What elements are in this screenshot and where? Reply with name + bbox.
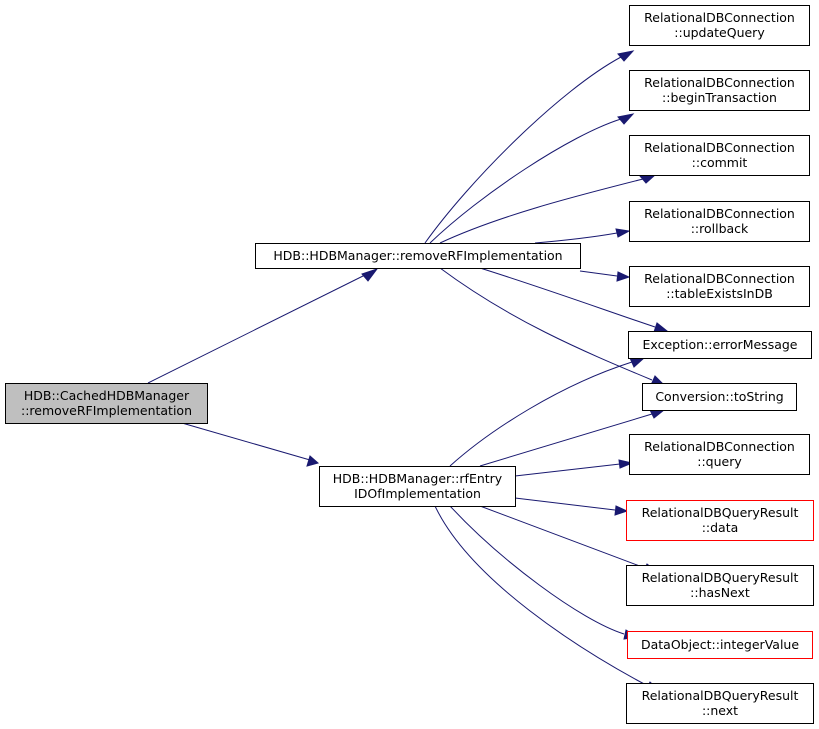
edge-arrowhead — [617, 113, 635, 125]
edge-line — [429, 118, 622, 244]
edge-arrowhead — [614, 505, 629, 516]
node-query[interactable]: RelationalDBConnection::query — [629, 434, 810, 475]
node-label-line: ::rollback — [691, 221, 749, 236]
edge-arrowhead — [617, 50, 635, 62]
node-label-line: ::commit — [692, 155, 748, 170]
nodes-layer: HDB::CachedHDBManager::removeRFImplement… — [5, 5, 814, 724]
node-label-line: RelationalDBConnection — [644, 10, 795, 25]
edge-remove-rf-to-begin-transaction — [429, 113, 635, 244]
node-label-line: RelationalDBConnection — [644, 439, 795, 454]
edge-line — [449, 361, 633, 467]
edge-line — [479, 505, 646, 569]
node-root[interactable]: HDB::CachedHDBManager::removeRFImplement… — [5, 383, 208, 424]
edge-line — [579, 270, 618, 277]
node-rollback[interactable]: RelationalDBConnection::rollback — [629, 201, 810, 242]
node-box[interactable] — [626, 565, 814, 606]
node-label-line: RelationalDBConnection — [644, 75, 795, 90]
node-label-line: ::hasNext — [690, 585, 750, 600]
node-box[interactable] — [628, 331, 812, 359]
node-label-line: HDB::HDBManager::rfEntry — [333, 471, 503, 486]
node-box[interactable] — [629, 266, 810, 307]
edge-remove-rf-to-rollback — [534, 228, 631, 244]
node-box[interactable] — [642, 383, 797, 411]
node-error-message[interactable]: Exception::errorMessage — [628, 331, 812, 359]
node-label-line: Conversion::toString — [655, 389, 783, 404]
node-label-line: ::beginTransaction — [662, 90, 777, 105]
edge-arrowhead — [629, 357, 646, 368]
node-update-query[interactable]: RelationalDBConnection::updateQuery — [629, 5, 810, 46]
edge-line — [534, 232, 618, 244]
edge-rf-entry-to-query — [514, 459, 634, 477]
edge-root-to-remove-rf — [147, 268, 379, 384]
edge-line — [147, 274, 366, 384]
edge-rf-entry-to-integer-value — [449, 505, 639, 640]
node-box[interactable] — [627, 631, 813, 659]
edge-remove-rf-to-update-query — [424, 50, 635, 244]
node-label-line: RelationalDBQueryResult — [642, 688, 799, 703]
edge-line — [181, 422, 311, 461]
node-integer-value[interactable]: DataObject::integerValue — [627, 631, 813, 659]
edge-arrowhead — [649, 409, 666, 419]
edge-rf-entry-to-data — [514, 497, 629, 516]
node-label-line: ::updateQuery — [674, 25, 765, 40]
node-box[interactable] — [629, 201, 810, 242]
node-label-line: ::next — [702, 703, 738, 718]
node-label-line: ::removeRFImplementation — [21, 403, 192, 418]
edge-root-to-rf-entry — [181, 422, 320, 467]
node-rf-entry[interactable]: HDB::HDBManager::rfEntryIDOfImplementati… — [319, 466, 516, 507]
node-box[interactable] — [629, 434, 810, 475]
edge-line — [479, 267, 656, 328]
node-box[interactable] — [629, 135, 810, 176]
edge-arrowhead — [306, 455, 320, 467]
node-label-line: RelationalDBConnection — [644, 271, 795, 286]
edge-arrowhead — [653, 322, 669, 333]
edge-line — [439, 178, 644, 244]
node-box[interactable] — [629, 70, 810, 111]
node-label-line: HDB::CachedHDBManager — [24, 388, 190, 403]
node-label-line: IDOfImplementation — [354, 486, 481, 501]
edge-line — [514, 463, 621, 477]
edge-arrowhead — [361, 268, 379, 282]
node-data[interactable]: RelationalDBQueryResult::data — [626, 500, 814, 541]
node-to-string[interactable]: Conversion::toString — [642, 383, 797, 411]
edge-rf-entry-to-error-message — [449, 357, 646, 467]
node-label-line: ::query — [697, 454, 742, 469]
node-box[interactable] — [629, 5, 810, 46]
edge-rf-entry-to-next — [434, 505, 661, 691]
node-label-line: DataObject::integerValue — [641, 637, 799, 652]
edge-remove-rf-to-table-exists — [579, 270, 631, 282]
edge-line — [434, 505, 649, 687]
edge-line — [514, 497, 616, 511]
node-label-line: ::tableExistsInDB — [666, 286, 773, 301]
node-label-line: RelationalDBQueryResult — [642, 570, 799, 585]
edges-layer — [147, 50, 669, 691]
node-label-line: ::data — [702, 520, 739, 535]
node-label-line: RelationalDBConnection — [644, 140, 795, 155]
edge-arrowhead — [616, 271, 631, 282]
node-label-line: RelationalDBConnection — [644, 206, 795, 221]
node-commit[interactable]: RelationalDBConnection::commit — [629, 135, 810, 176]
edge-line — [424, 56, 622, 244]
node-label-line: RelationalDBQueryResult — [642, 505, 799, 520]
node-has-next[interactable]: RelationalDBQueryResult::hasNext — [626, 565, 814, 606]
edge-line — [449, 505, 625, 635]
edge-arrowhead — [618, 459, 634, 469]
node-box[interactable] — [5, 383, 208, 424]
node-box[interactable] — [626, 683, 814, 724]
node-box[interactable] — [626, 500, 814, 541]
node-label-line: HDB::HDBManager::removeRFImplementation — [273, 248, 562, 263]
edge-line — [439, 267, 653, 381]
node-box[interactable] — [319, 466, 516, 507]
node-label-line: Exception::errorMessage — [643, 337, 798, 352]
node-remove-rf[interactable]: HDB::HDBManager::removeRFImplementation — [255, 243, 581, 269]
edge-arrowhead — [615, 228, 631, 238]
edge-arrowhead — [638, 174, 657, 184]
node-begin-transaction[interactable]: RelationalDBConnection::beginTransaction — [629, 70, 810, 111]
node-table-exists[interactable]: RelationalDBConnection::tableExistsInDB — [629, 266, 810, 307]
node-box[interactable] — [255, 243, 581, 269]
edge-line — [479, 413, 653, 467]
node-next[interactable]: RelationalDBQueryResult::next — [626, 683, 814, 724]
